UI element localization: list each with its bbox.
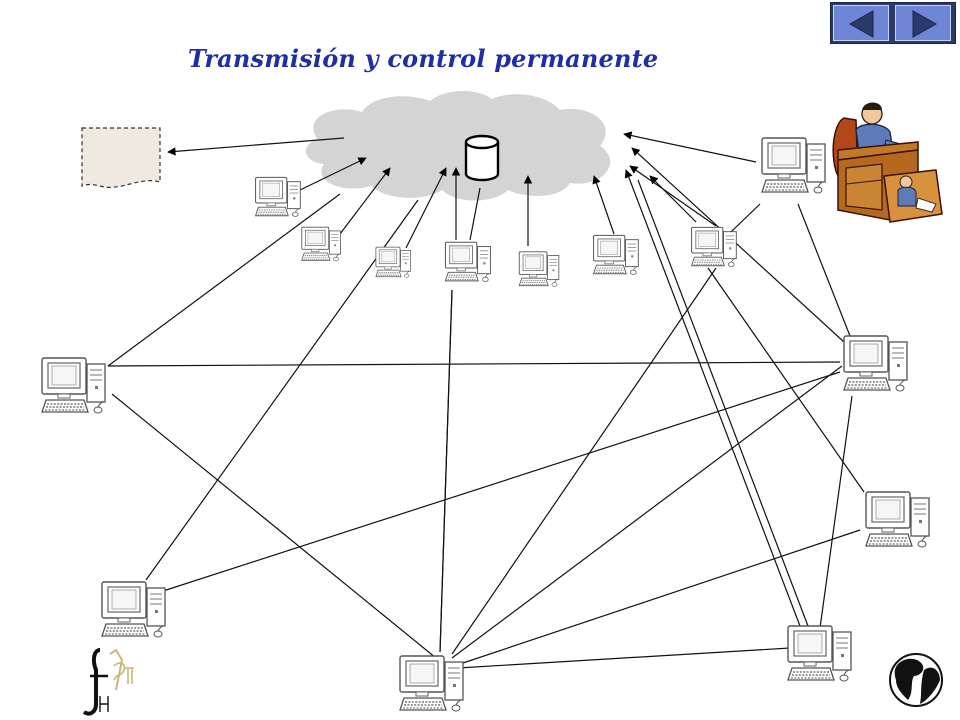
computer-icon <box>375 246 411 278</box>
peer-link <box>451 267 717 655</box>
uplink-arrow <box>299 157 367 191</box>
uplink-arrow <box>439 289 453 653</box>
peer-links <box>107 179 865 669</box>
uplink-arrow <box>624 169 801 627</box>
computer-icon <box>761 137 826 194</box>
database-icon <box>464 134 500 182</box>
triangle-right-icon <box>912 10 938 38</box>
uplink-arrow <box>623 131 757 163</box>
peer-link <box>457 647 791 669</box>
uplink-arrow <box>649 175 697 223</box>
uplink-arrow <box>631 147 845 343</box>
peer-link <box>107 361 841 367</box>
computer-icon <box>101 581 166 638</box>
document-icon <box>81 127 161 188</box>
peer-link <box>819 395 853 629</box>
globe-icon <box>889 653 943 707</box>
uplinks <box>167 131 845 653</box>
previous-slide-button[interactable] <box>833 5 889 41</box>
uplink-arrow <box>469 187 481 241</box>
peer-link <box>107 193 341 367</box>
computer-icon <box>518 251 560 287</box>
uplink-arrow <box>592 175 615 235</box>
operator-at-desk-clipart <box>832 102 943 223</box>
peer-link <box>637 179 809 627</box>
peer-link <box>459 529 861 665</box>
uplink-arrow <box>167 137 345 156</box>
peer-link <box>159 371 841 593</box>
next-slide-button[interactable] <box>895 5 951 41</box>
computer-icon <box>301 226 341 262</box>
peer-link <box>797 203 851 337</box>
computer-icon <box>399 655 464 712</box>
peer-link <box>111 393 437 659</box>
slide-title: Transmisión y control permanente <box>188 44 659 73</box>
peer-link <box>707 267 865 493</box>
computer-icon <box>593 234 639 275</box>
computer-icon <box>255 176 301 217</box>
peer-link <box>145 199 419 581</box>
navigation-bar <box>830 2 956 44</box>
triangle-left-icon <box>848 10 874 38</box>
peer-link <box>451 365 843 659</box>
computer-icon <box>41 357 106 414</box>
uplink-arrow <box>629 165 717 227</box>
computers <box>41 137 930 712</box>
computer-icon <box>843 335 908 392</box>
uplink-arrow <box>339 167 391 235</box>
computer-icon <box>444 241 491 283</box>
monogram-logo <box>82 648 134 716</box>
uplink-arrow <box>405 167 447 249</box>
network-cloud <box>305 90 611 201</box>
computer-icon <box>865 491 930 548</box>
computer-icon <box>691 226 737 267</box>
computer-icon <box>787 625 852 682</box>
